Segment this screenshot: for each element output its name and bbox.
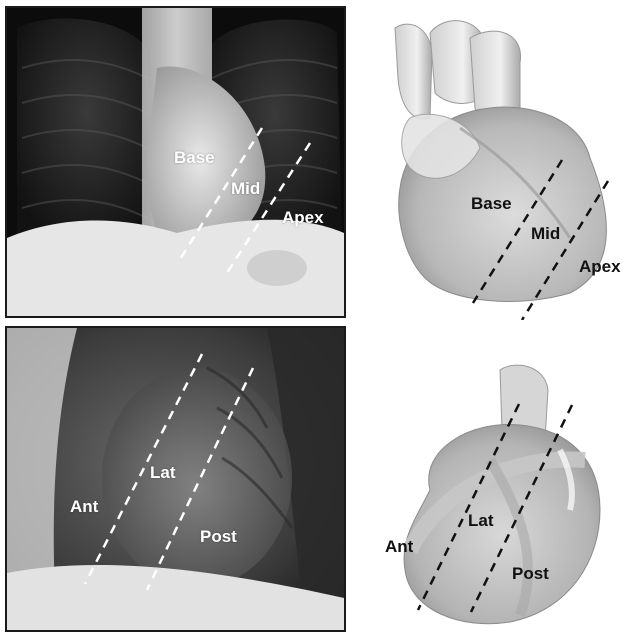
label-apex: Apex <box>282 209 324 226</box>
frontal-xray-panel: Base Mid Apex <box>5 6 346 318</box>
label-post: Post <box>200 528 237 545</box>
label-lat: Lat <box>150 464 176 481</box>
label-base: Base <box>174 149 215 166</box>
frontal-heart-panel: Base Mid Apex <box>370 8 628 320</box>
label-post: Post <box>512 565 549 582</box>
label-base: Base <box>471 195 512 212</box>
lateral-heart-model <box>370 360 628 632</box>
label-apex: Apex <box>579 258 621 275</box>
cardiac-shadow <box>102 368 292 588</box>
label-lat: Lat <box>468 512 494 529</box>
label-ant: Ant <box>70 498 98 515</box>
label-ant: Ant <box>385 538 413 555</box>
lateral-xray-panel: Ant Lat Post <box>5 326 346 632</box>
label-mid: Mid <box>531 225 560 242</box>
lateral-heart-panel: Ant Lat Post <box>370 360 628 632</box>
label-mid: Mid <box>231 180 260 197</box>
right-lung <box>17 18 157 253</box>
